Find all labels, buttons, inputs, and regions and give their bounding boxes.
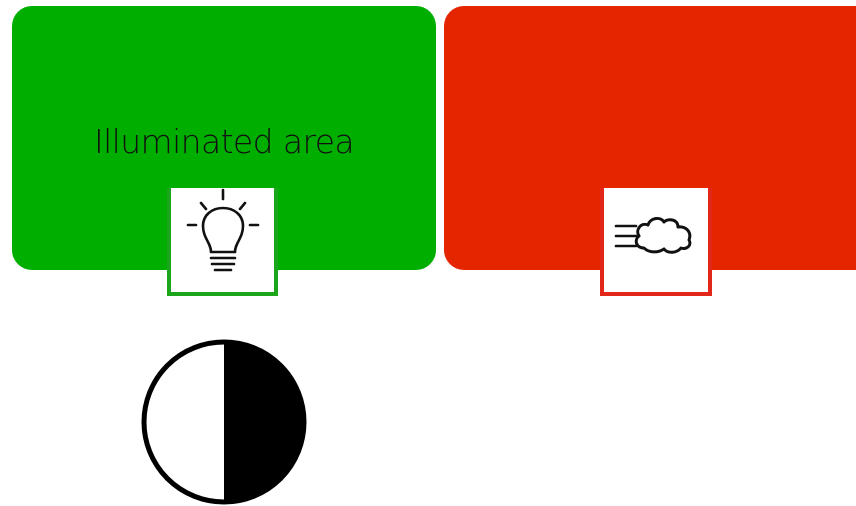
card-title: Illuminated area bbox=[93, 122, 355, 161]
fog-cloud-icon bbox=[614, 216, 692, 254]
lightbulb-icon-frame bbox=[167, 188, 278, 296]
lightbulb-icon bbox=[186, 188, 259, 272]
half-moon-icon bbox=[141, 339, 307, 505]
fog-cloud-icon-frame bbox=[600, 188, 712, 296]
